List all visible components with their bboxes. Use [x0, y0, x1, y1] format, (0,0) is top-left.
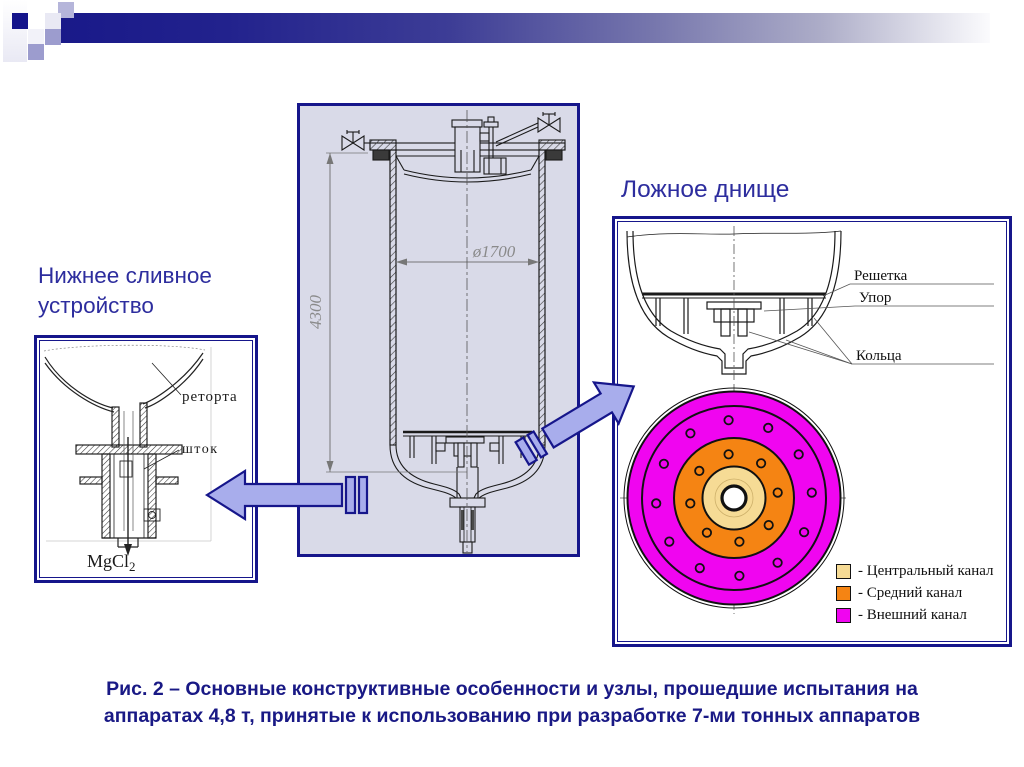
legend: - Центральный канал - Средний канал - Вн… — [836, 563, 994, 629]
lower-drain-drawing: реторта шток MgCl2 — [43, 344, 238, 574]
grate-callout: Решетка — [854, 268, 908, 284]
left-arrow — [204, 469, 369, 521]
legend-item: - Внешний канал — [836, 607, 994, 623]
decor-square — [58, 2, 74, 18]
caption-line-1: Рис. 2 – Основные конструктивные особенн… — [106, 678, 918, 700]
mgcl2-label: MgCl2 — [87, 551, 136, 574]
height-dimension-label: 4300 — [306, 295, 325, 330]
figure-caption: Рис. 2 – Основные конструктивные особенн… — [20, 676, 1004, 730]
decor-square — [12, 13, 28, 29]
false-bottom-section-drawing — [626, 226, 994, 382]
support-callout: Упор — [859, 290, 891, 306]
lower-drain-panel: реторта шток MgCl2 — [34, 335, 258, 583]
legend-label: - Средний канал — [858, 584, 963, 601]
channels-plan-drawing — [620, 384, 848, 614]
left-valve-symbol — [341, 130, 370, 152]
decor-square — [45, 29, 61, 45]
false-bottom-panel-inner: Решетка Упор Кольца — [617, 221, 1007, 642]
diagonal-arrow — [514, 381, 636, 467]
rod-label: шток — [182, 442, 219, 457]
false-bottom-panel: Решетка Упор Кольца — [612, 216, 1012, 647]
vessel-drawing: ø1700 4300 — [306, 110, 566, 554]
lower-drain-panel-inner: реторта шток MgCl2 — [39, 340, 253, 578]
false-bottom-drawings: Решетка Упор Кольца — [620, 226, 994, 614]
vessel-panel: ø1700 4300 — [297, 103, 580, 557]
caption-line-2: аппаратах 4,8 т, принятые к использовани… — [103, 705, 921, 727]
legend-swatch-outer — [836, 607, 851, 623]
decor-square — [28, 29, 44, 45]
decor-square — [45, 13, 61, 29]
decor-square — [28, 44, 44, 60]
diameter-dimension-label: ø1700 — [472, 242, 516, 261]
dimension-lines — [326, 152, 539, 473]
legend-label: - Центральный канал — [858, 562, 994, 579]
header-gradient-bar — [59, 13, 990, 43]
legend-swatch-central — [836, 563, 851, 579]
decor-strip — [3, 0, 27, 62]
rings-callout: Кольца — [856, 348, 902, 364]
legend-swatch-middle — [836, 585, 851, 601]
legend-item: - Центральный канал — [836, 563, 994, 579]
lower-drain-title: Нижнее сливное устройство — [38, 263, 212, 318]
channel-holes — [651, 415, 817, 581]
legend-label: - Внешний канал — [858, 606, 967, 623]
right-valve-symbol — [495, 112, 561, 147]
legend-item: - Средний канал — [836, 585, 994, 601]
center-hole — [720, 484, 748, 512]
false-bottom-title: Ложное днище — [621, 176, 790, 203]
retort-label: реторта — [182, 389, 238, 405]
